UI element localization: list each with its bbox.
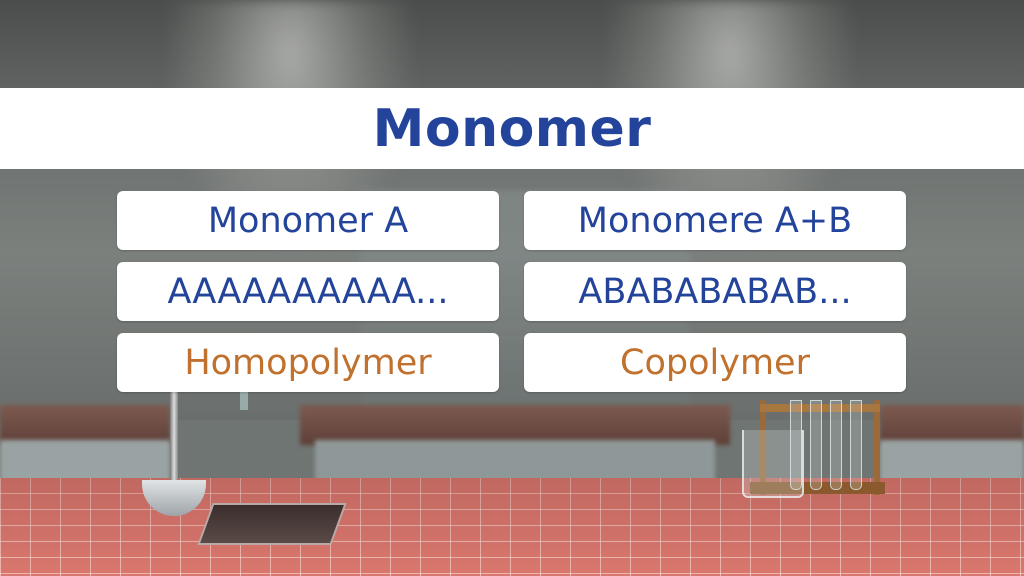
rack-bar — [760, 404, 880, 412]
test-tube — [810, 400, 822, 490]
copolymer-sequence-box: ABABABABAB... — [524, 262, 906, 321]
tap — [240, 392, 248, 410]
homopolymer-sequence-label: AAAAAAAAAA... — [167, 271, 449, 312]
monomer-ab-label: Monomere A+B — [577, 200, 853, 241]
copolymer-label: Copolymer — [620, 342, 810, 383]
copolymer-sequence-label: ABABABABAB... — [578, 271, 852, 312]
monomer-a-label: Monomer A — [207, 200, 409, 241]
copolymer-box: Copolymer — [524, 333, 906, 392]
title-banner: Monomer — [0, 88, 1024, 169]
beaker — [742, 430, 804, 498]
test-tube — [790, 400, 802, 490]
test-tube-rack — [760, 400, 880, 495]
homopolymer-sequence-box: AAAAAAAAAA... — [117, 262, 499, 321]
page-title: Monomer — [372, 98, 652, 159]
back-counter — [300, 405, 730, 445]
monomer-a-box: Monomer A — [117, 191, 499, 250]
test-tube — [830, 400, 842, 490]
monomer-ab-box: Monomere A+B — [524, 191, 906, 250]
test-tube — [850, 400, 862, 490]
back-counter — [880, 405, 1024, 445]
back-counter — [0, 405, 170, 445]
homopolymer-box: Homopolymer — [117, 333, 499, 392]
sink — [197, 503, 347, 545]
homopolymer-label: Homopolymer — [184, 342, 432, 383]
faucet — [170, 392, 178, 492]
